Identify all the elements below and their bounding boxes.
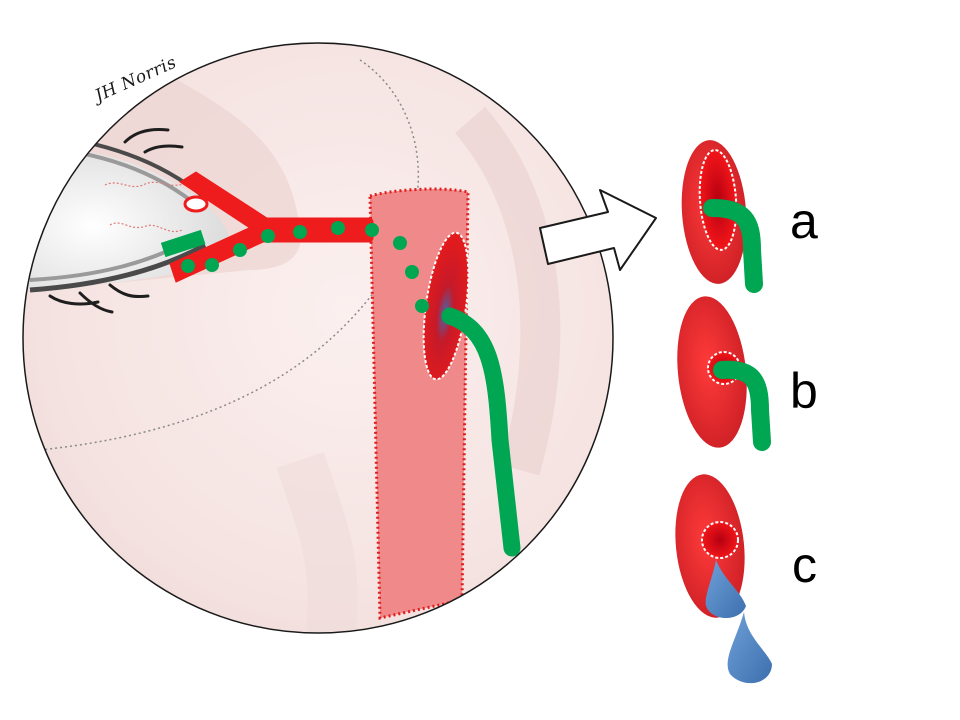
label-a: a [790,193,818,249]
rhinostomy-ostium [422,231,470,381]
panel-b [677,296,771,451]
hollow-right-arrow-icon [539,189,657,271]
label-b: b [790,363,818,419]
label-c: c [792,537,817,593]
eyelashes [48,128,184,314]
ostium-c-opening [701,521,739,559]
stent-b [713,360,771,451]
panel-c [675,474,772,684]
magnifier-outline [22,42,614,634]
stent-a [703,199,763,293]
panel-a [681,140,763,293]
conjunctival-vessels [104,181,186,232]
tear-drop-icon [727,612,772,684]
tear-drop-icon [705,560,746,618]
magnified-view [22,42,614,634]
stent-dotted-path [181,221,429,313]
upper-punctum [183,195,209,213]
silicone-stent [441,307,521,557]
stent-end [160,229,206,258]
globe [23,148,230,290]
lower-lid-margin [29,242,207,293]
